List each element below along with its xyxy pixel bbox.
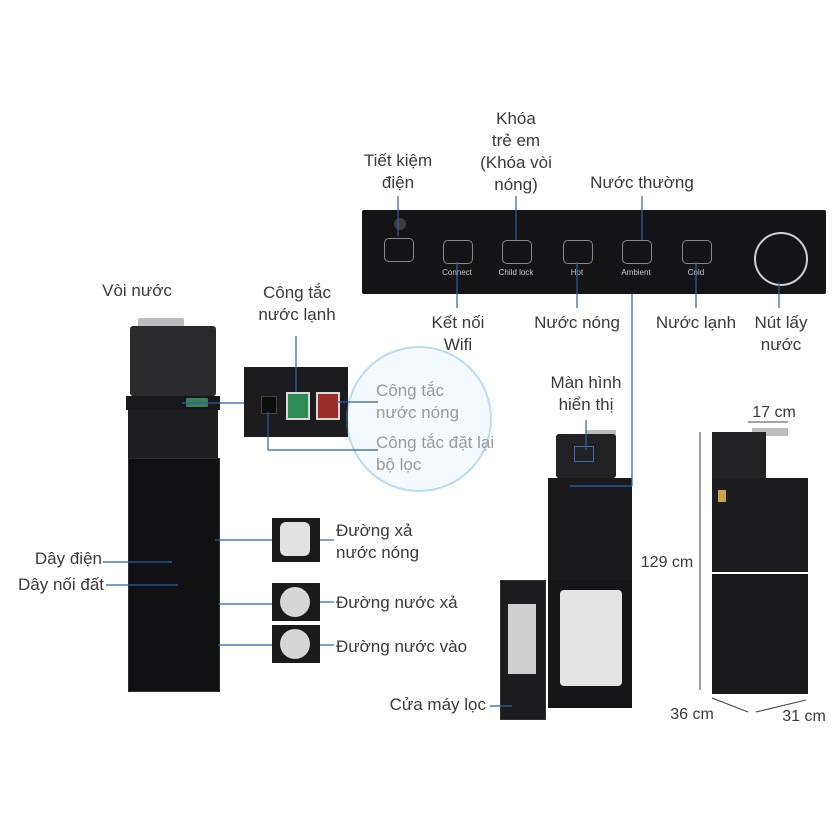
ambient-label: Nước thường <box>590 173 694 192</box>
power-saving-label: Tiết kiệm điện <box>363 151 433 192</box>
dim-height: 129 cm <box>640 554 694 571</box>
side-gold-badge <box>718 490 726 502</box>
rear-open-compartment <box>128 458 220 692</box>
hot-key <box>563 240 593 264</box>
child-lock-caption: Child lock <box>498 268 534 277</box>
drain-line-label: Đường nước xả <box>336 593 458 612</box>
faucet <box>138 318 184 328</box>
filter-door-sheet <box>508 604 536 674</box>
side-upper-body <box>712 478 808 572</box>
power-cord-label: Dây điện <box>34 549 102 568</box>
side-faucet <box>752 428 788 436</box>
ambient-key <box>622 240 652 264</box>
wifi-label: Kết nối Wifi <box>431 313 485 354</box>
front-display-window <box>574 446 594 462</box>
connect-key <box>443 240 473 264</box>
display-label: Màn hình hiển thị <box>550 373 622 414</box>
filter-reset-label: Công tắc đặt lại bộ lọc <box>376 433 495 474</box>
hot-switch <box>316 392 340 420</box>
dim-depth: 36 cm <box>670 706 714 723</box>
side-top-cover <box>712 432 766 478</box>
filter-door-label: Cửa máy lọc <box>389 695 486 714</box>
panel-indicator-dot <box>394 218 406 230</box>
hot-drain-cap <box>280 522 310 556</box>
ambient-caption: Ambient <box>621 268 651 277</box>
hot-label: Nước nóng <box>534 313 620 332</box>
child-lock-key <box>502 240 532 264</box>
inlet-line-fitting <box>280 629 310 659</box>
filter-reset-switch <box>261 396 277 414</box>
faucet-label: Vòi nước <box>102 281 172 300</box>
cold-caption: Cold <box>687 268 705 277</box>
filter-cartridges <box>560 590 622 686</box>
child-lock-label: Khóa trẻ em (Khóa vòi nóng) <box>480 109 552 194</box>
dispense-label: Nút lấy nước <box>754 313 808 354</box>
hot-caption: Hot <box>570 268 584 277</box>
front-upper-body <box>548 478 632 580</box>
dim-top-width: 17 cm <box>752 404 796 421</box>
dispense-button <box>754 232 808 286</box>
hot-drain-label: Đường xả nước nóng <box>336 521 420 562</box>
drain-line-fitting <box>280 587 310 617</box>
cold-label: Nước lạnh <box>655 313 737 332</box>
side-lower-body <box>712 574 808 694</box>
connect-caption: Connect <box>442 268 472 277</box>
dim-width: 31 cm <box>782 708 826 725</box>
inlet-line-label: Đường nước vào <box>336 637 468 656</box>
power-saving-key <box>384 238 414 262</box>
cold-key <box>682 240 712 264</box>
rear-mini-switches <box>186 398 208 407</box>
rear-upper-body <box>128 410 218 458</box>
hot-switch-label: Công tắc nước nóng <box>376 381 460 422</box>
watermark-logo <box>346 346 492 492</box>
cold-switch-label: Công tắc nước lạnh <box>258 283 336 324</box>
rear-top-cover <box>130 326 216 396</box>
cold-switch <box>286 392 310 420</box>
ground-wire-label: Dây nối đất <box>18 575 104 594</box>
control-panel <box>362 210 826 294</box>
